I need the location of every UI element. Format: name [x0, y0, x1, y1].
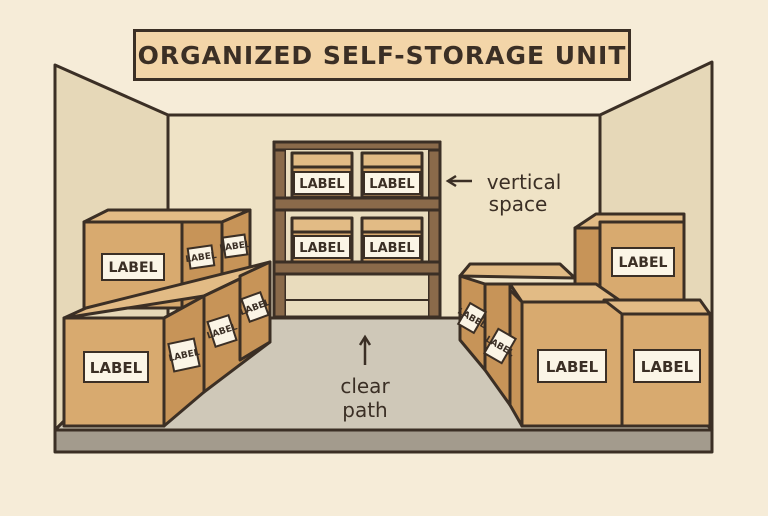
svg-text:LABEL: LABEL: [185, 251, 218, 265]
clear-path-line1: clear: [340, 374, 390, 398]
box-side-label: LABEL: [482, 327, 518, 365]
box-side-label: LABEL: [167, 337, 201, 373]
svg-text:LABEL: LABEL: [299, 241, 344, 256]
box-side-label: LABEL: [185, 244, 218, 270]
vertical-space-line2: space: [489, 192, 548, 216]
box-side-label: LABEL: [239, 291, 272, 323]
box-label: LABEL: [83, 351, 149, 383]
page-title: ORGANIZED SELF-STORAGE UNIT: [133, 29, 631, 81]
box-label: LABEL: [293, 235, 351, 259]
svg-text:LABEL: LABEL: [369, 241, 414, 256]
box-side-label: LABEL: [219, 233, 252, 259]
svg-text:LABEL: LABEL: [90, 359, 143, 377]
up-arrow-head: [358, 334, 372, 346]
floor-edge: [53, 428, 714, 454]
box-side-label: LABEL: [206, 313, 239, 349]
left-arrow-head: [445, 174, 457, 188]
svg-text:LABEL: LABEL: [546, 358, 599, 376]
svg-text:LABEL: LABEL: [369, 177, 414, 192]
box-label: LABEL: [537, 349, 607, 383]
box-label: LABEL: [101, 253, 165, 281]
box-label: LABEL: [363, 235, 421, 259]
box-label: LABEL: [611, 247, 675, 277]
box-label: LABEL: [293, 171, 351, 195]
svg-text:LABEL: LABEL: [219, 240, 252, 254]
vertical-space-line1: vertical: [487, 170, 562, 194]
clear-path-annotation: clear path: [340, 334, 390, 422]
vertical-space-annotation: vertical space: [445, 170, 562, 216]
box-label: LABEL: [363, 171, 421, 195]
svg-text:LABEL: LABEL: [619, 255, 668, 271]
box-label: LABEL: [633, 349, 701, 383]
svg-text:LABEL: LABEL: [641, 358, 694, 376]
svg-text:LABEL: LABEL: [299, 177, 344, 192]
svg-text:LABEL: LABEL: [109, 260, 158, 276]
clear-path-line2: path: [342, 398, 387, 422]
